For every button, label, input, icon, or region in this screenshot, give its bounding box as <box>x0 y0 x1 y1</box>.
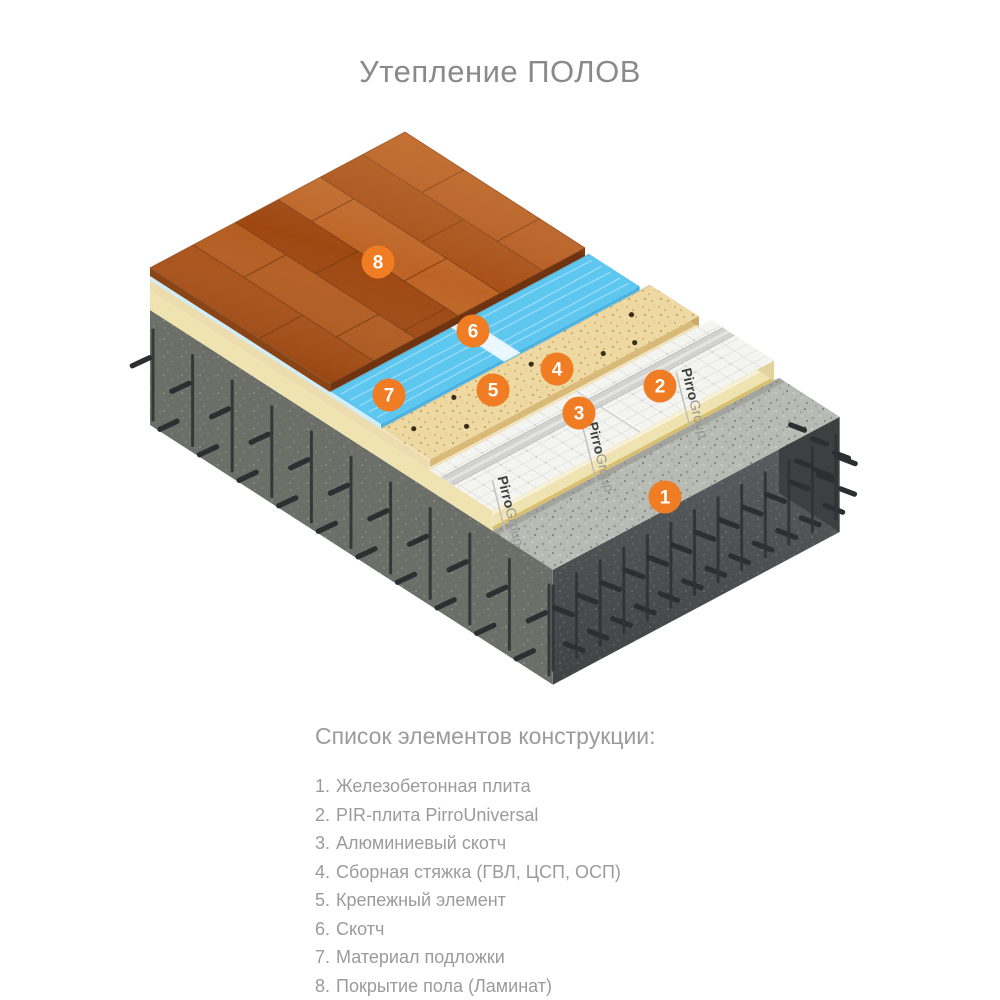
legend: Список элементов конструкции: 1.Железобе… <box>315 723 656 1000</box>
marker-number: 4 <box>552 360 563 381</box>
legend-item: 2.PIR-плита PirroUniversal <box>315 801 656 830</box>
marker-2: 2 <box>643 369 677 403</box>
legend-item-number: 4. <box>315 861 331 882</box>
marker-6: 6 <box>456 314 490 348</box>
marker-number: 8 <box>373 253 384 274</box>
marker-7: 7 <box>372 378 406 412</box>
rebar-studs <box>129 328 858 677</box>
legend-item-number: 6. <box>315 918 331 939</box>
legend-item-label: Железобетонная плита <box>336 776 531 796</box>
legend-item-number: 2. <box>315 804 331 825</box>
legend-item: 7.Материал подложки <box>315 943 656 972</box>
legend-item-label: Алюминиевый скотч <box>336 833 507 853</box>
legend-item: 5.Крепежный элемент <box>315 886 656 915</box>
legend-item: 4.Сборная стяжка (ГВЛ, ЦСП, ОСП) <box>315 858 656 887</box>
marker-1: 1 <box>648 480 682 514</box>
layer-fastener-screws <box>411 312 638 432</box>
markers: 1 2 3 4 5 6 7 8 <box>361 245 682 514</box>
marker-number: 3 <box>574 404 585 425</box>
legend-heading: Список элементов конструкции: <box>315 723 656 749</box>
legend-item-number: 7. <box>315 947 331 967</box>
legend-item-number: 8. <box>315 975 331 996</box>
layer-concrete-slab <box>129 310 858 685</box>
legend-item-label: Скотч <box>336 918 385 939</box>
legend-item: 1.Железобетонная плита <box>315 772 656 801</box>
legend-item: 8.Покрытие пола (Ламинат) <box>315 972 656 1000</box>
legend-item-number: 5. <box>315 890 331 910</box>
legend-item: 6.Скотч <box>315 915 656 944</box>
legend-item-number: 1. <box>315 776 331 796</box>
marker-number: 1 <box>660 488 671 509</box>
marker-3: 3 <box>562 396 596 430</box>
legend-item-label: Материал подложки <box>336 947 505 967</box>
layer-laminate <box>149 131 586 392</box>
legend-item-label: PIR-плита PirroUniversal <box>336 804 539 825</box>
marker-number: 6 <box>468 322 479 343</box>
marker-8: 8 <box>361 245 395 279</box>
legend-item-label: Сборная стяжка (ГВЛ, ЦСП, ОСП) <box>336 861 621 882</box>
marker-number: 7 <box>384 386 395 407</box>
marker-number: 5 <box>488 381 499 402</box>
legend-item-number: 3. <box>315 833 331 853</box>
marker-number: 2 <box>655 377 666 398</box>
legend-item-label: Крепежный элемент <box>336 890 506 910</box>
legend-item: 3.Алюминиевый скотч <box>315 829 656 858</box>
legend-item-label: Покрытие пола (Ламинат) <box>336 975 553 996</box>
layer-screed <box>150 280 700 470</box>
marker-5: 5 <box>476 373 510 407</box>
page-title: Утепление ПОЛОВ <box>359 54 641 89</box>
marker-4: 4 <box>540 352 574 386</box>
